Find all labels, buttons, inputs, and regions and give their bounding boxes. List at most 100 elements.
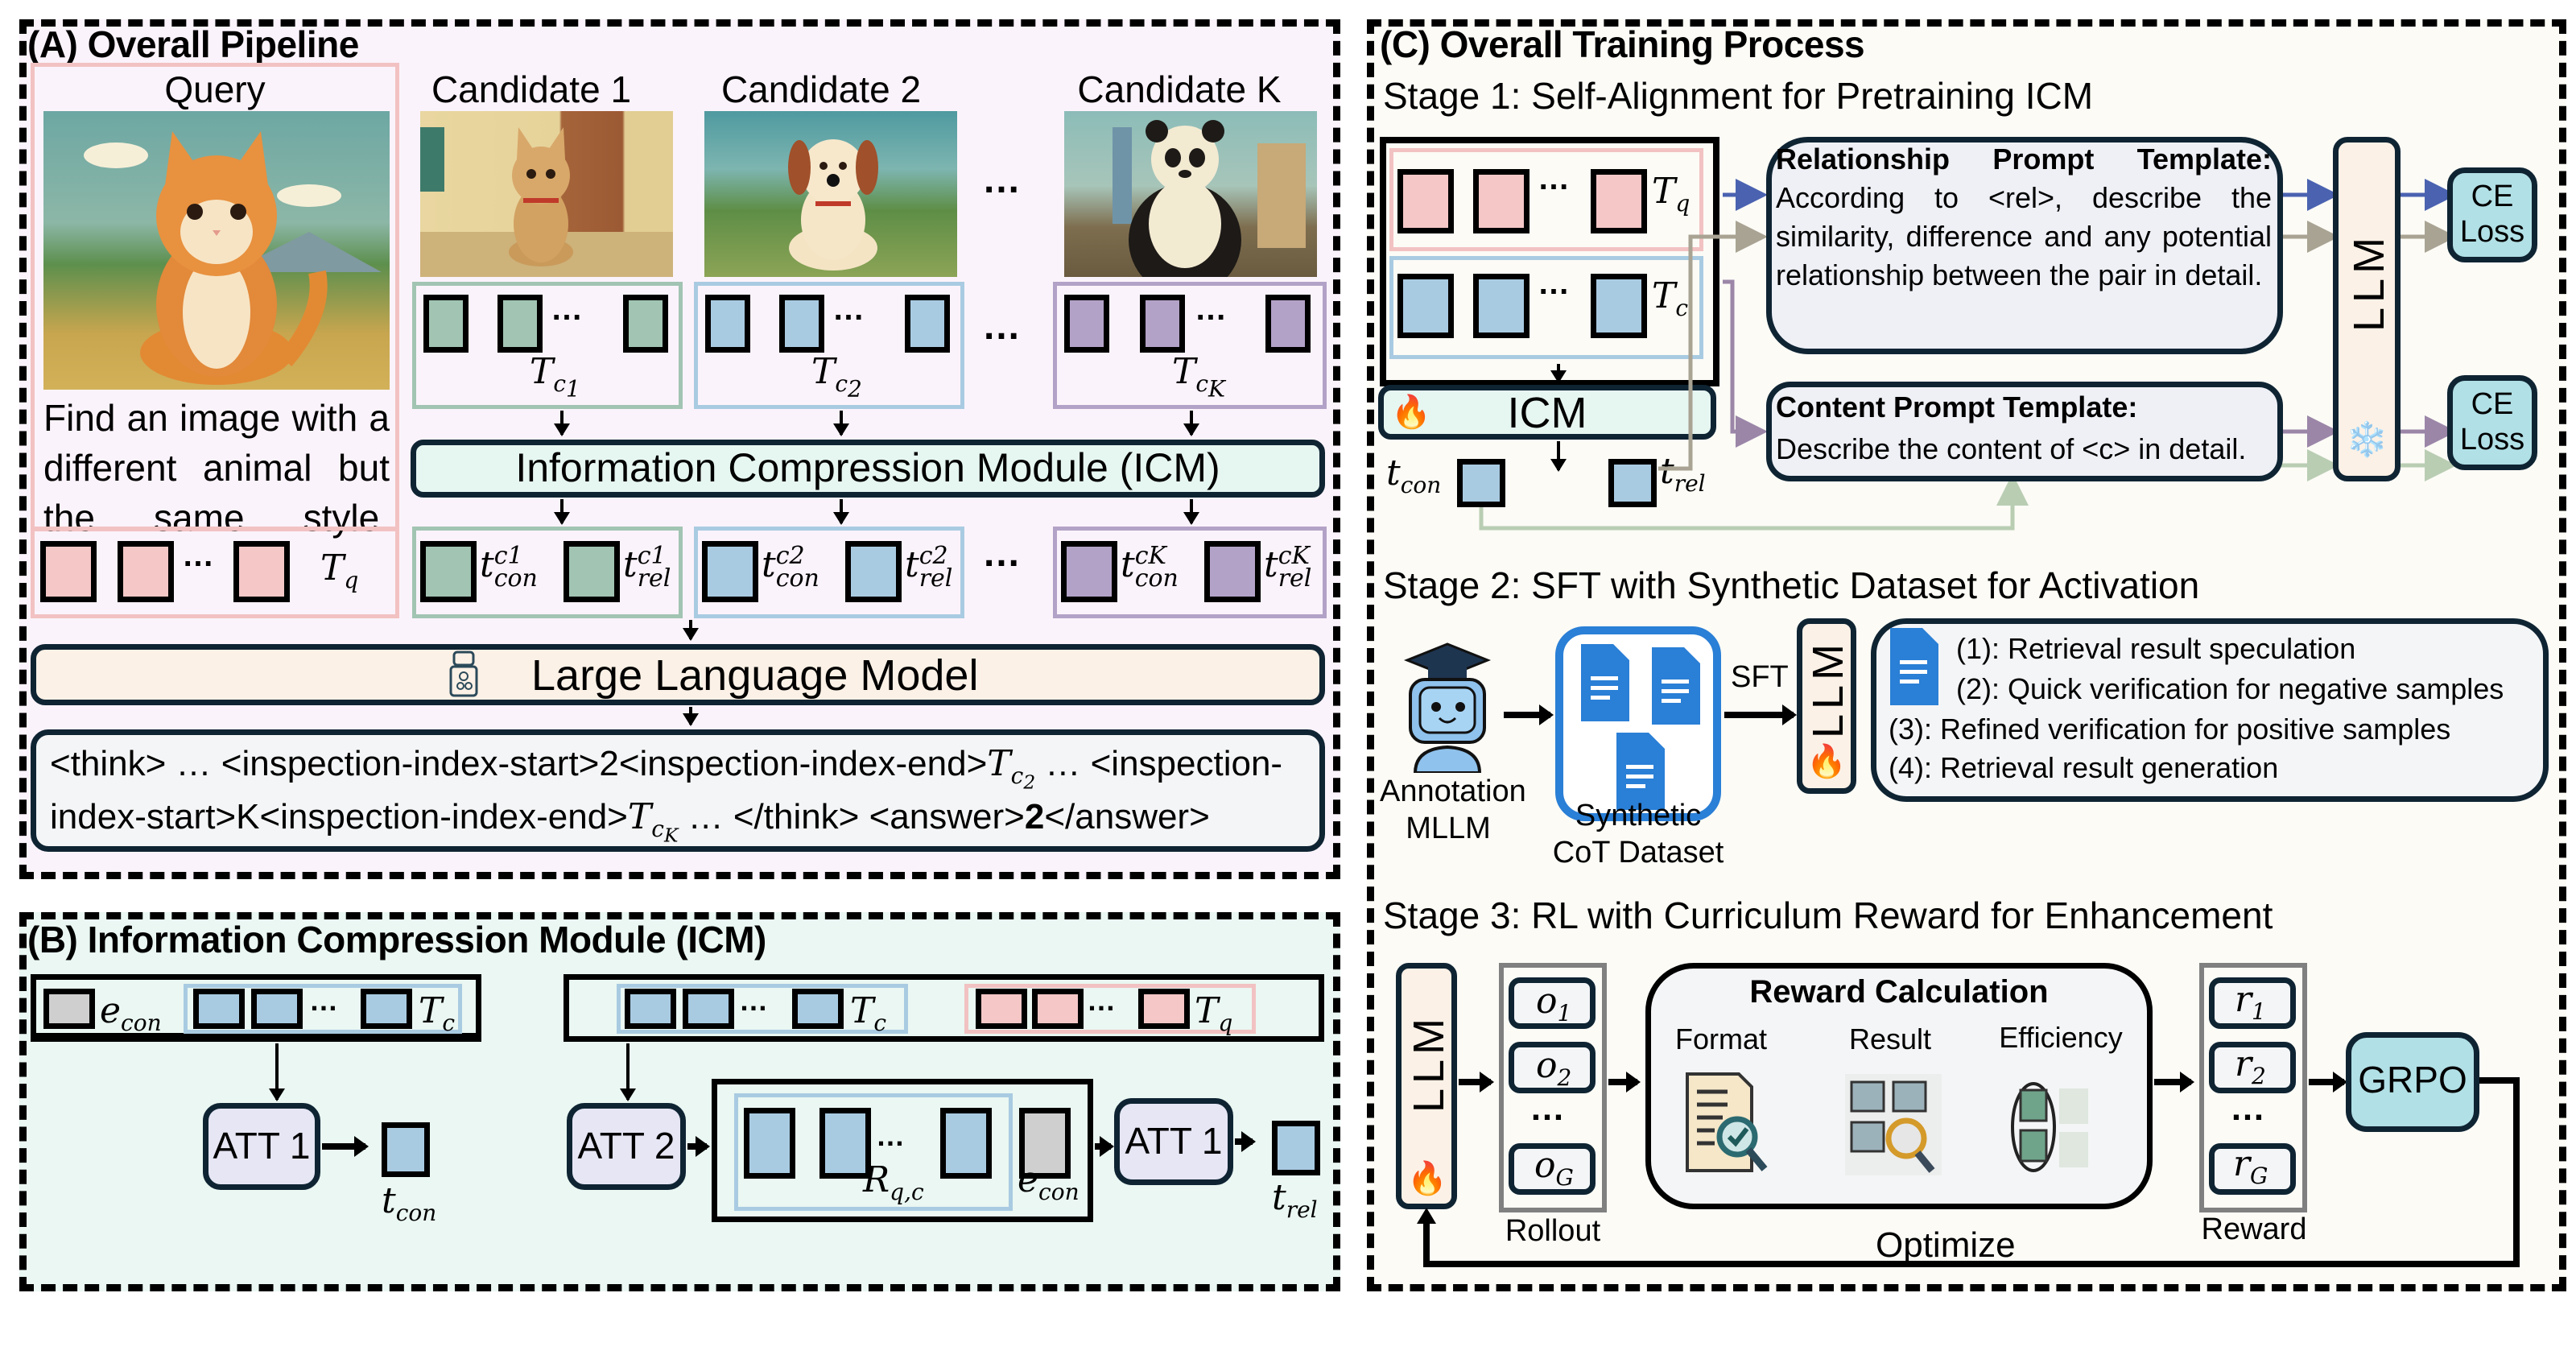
t-rel-token — [1272, 1121, 1320, 1175]
symbol: T — [850, 990, 874, 1031]
sub: rel — [1674, 469, 1706, 497]
token — [1397, 169, 1454, 233]
sub: c — [835, 370, 848, 397]
sub: c — [1195, 370, 1209, 397]
cot-step-4: (4): Retrieval result generation — [1889, 751, 2279, 784]
symbol: r — [2235, 979, 2252, 1020]
feedback-arrow-head — [1417, 1208, 1436, 1224]
math: TcK — [627, 796, 678, 846]
panda-illustration-icon — [1113, 120, 1306, 277]
token — [819, 1108, 871, 1179]
arrow-right — [1095, 1136, 1114, 1157]
fire-icon: 🔥 — [1391, 394, 1431, 430]
arrow-down — [833, 411, 849, 436]
symbol: T — [1195, 990, 1219, 1031]
token — [683, 989, 734, 1029]
t-rel-token — [1608, 459, 1657, 507]
symbol: T — [627, 796, 652, 837]
arrow-right — [2154, 1072, 2194, 1093]
llm-label: Large Language Model — [531, 651, 979, 700]
token-dots: … — [1087, 984, 1117, 1017]
text: … <inspection- — [1035, 744, 1283, 783]
tabby-cat-illustration-icon — [420, 127, 673, 277]
sub: G — [1555, 1163, 1574, 1191]
candidate-k-tokens-symbol: TcK — [1172, 351, 1225, 402]
token — [940, 1108, 992, 1179]
sub: G — [2250, 1162, 2268, 1189]
synthetic-dataset-label: Synthetic CoT Dataset — [1552, 799, 1724, 870]
candidate-2-image-puppy — [704, 111, 957, 277]
token — [1138, 989, 1190, 1029]
candidate-2-output-frame — [694, 527, 964, 618]
candidate-2-tokens-symbol: Tc2 — [811, 351, 862, 402]
att1-right-box — [1114, 1098, 1233, 1185]
text: … </think> <answer> — [678, 797, 1025, 836]
stage3-llm-label: LLM — [1405, 1013, 1453, 1113]
sup: c1 — [637, 541, 667, 570]
token — [623, 295, 668, 353]
symbol: t — [1121, 544, 1135, 585]
token-dots: … — [182, 538, 216, 573]
token-dots: … — [1195, 291, 1228, 327]
token — [1140, 295, 1185, 353]
rollout-frame — [1499, 963, 1607, 1212]
content-template-body: Describe the content of <c> in detail. — [1776, 432, 2247, 465]
relationship-template-box — [1766, 137, 2283, 354]
att1-left-label: ATT 1 — [213, 1125, 311, 1167]
token-dots: … — [309, 984, 340, 1017]
token-dots: … — [832, 291, 866, 327]
ce-loss-box-1 — [2447, 167, 2537, 262]
token — [1473, 274, 1530, 338]
symbol: t — [905, 544, 919, 585]
stage3-llm — [1396, 963, 1457, 1209]
relationship-template-body: According to <rel>, describe the similar… — [1776, 181, 2272, 291]
sub: q — [1675, 189, 1690, 217]
sub: c — [651, 815, 664, 842]
arrow-down — [1183, 411, 1199, 436]
tq-frame — [964, 984, 1256, 1034]
symbol: T — [1172, 351, 1196, 392]
o1-symbol: o1 — [1536, 981, 1571, 1026]
content-template: Content Prompt Template:Describe the con… — [1776, 386, 2275, 470]
sub: rel — [919, 564, 953, 593]
result-search-icon — [1845, 1074, 1942, 1175]
query-text: Find an image with a different animal bu… — [43, 397, 390, 539]
stage1-connectors — [1479, 179, 2457, 531]
llm-output-line-2: index-start>K<inspection-index-end>TcK …… — [50, 791, 1314, 861]
arrow-down — [554, 499, 570, 525]
symbol: e — [100, 990, 122, 1031]
content-token — [1061, 541, 1117, 602]
symbol: T — [1652, 275, 1676, 316]
reward-type-efficiency: Efficiency — [1999, 1021, 2123, 1054]
oG-symbol: oG — [1534, 1145, 1574, 1191]
sub: con — [775, 564, 819, 593]
arrow-right — [1235, 1131, 1256, 1152]
fire-icon: 🔥 — [1806, 744, 1847, 779]
token-ellipsis: … — [982, 305, 1022, 348]
token — [251, 989, 303, 1029]
t-rel-symbol: trel — [1272, 1177, 1318, 1223]
content-input-frame-outer — [31, 974, 481, 1042]
icm-bar — [411, 440, 1325, 498]
tc-arrow-in — [1723, 279, 1768, 448]
cat-illustration-icon — [84, 131, 382, 385]
cot-step-2: (2): Quick verification for negative sam… — [1956, 672, 2504, 705]
efficiency-icon — [2009, 1079, 2098, 1175]
feedback-line — [1423, 1219, 1430, 1267]
reward-calculation-title: Reward Calculation — [1749, 974, 2049, 1010]
output-ellipsis: … — [982, 532, 1022, 575]
format-check-icon — [1682, 1071, 1771, 1175]
sup: cK — [1278, 541, 1310, 570]
t-rel-symbol: trel — [1660, 451, 1706, 497]
r2-symbol: r2 — [2235, 1043, 2266, 1089]
text: <think> … <inspection-index-start>2<insp… — [50, 744, 988, 783]
sft-label: SFT — [1731, 660, 1789, 694]
symbol: t — [623, 544, 638, 585]
arrow-down — [269, 1043, 285, 1101]
token-dots: … — [739, 984, 770, 1017]
e-con-token — [1019, 1108, 1071, 1179]
stage2-llm-label: LLM — [1804, 638, 1852, 738]
token — [497, 295, 543, 353]
